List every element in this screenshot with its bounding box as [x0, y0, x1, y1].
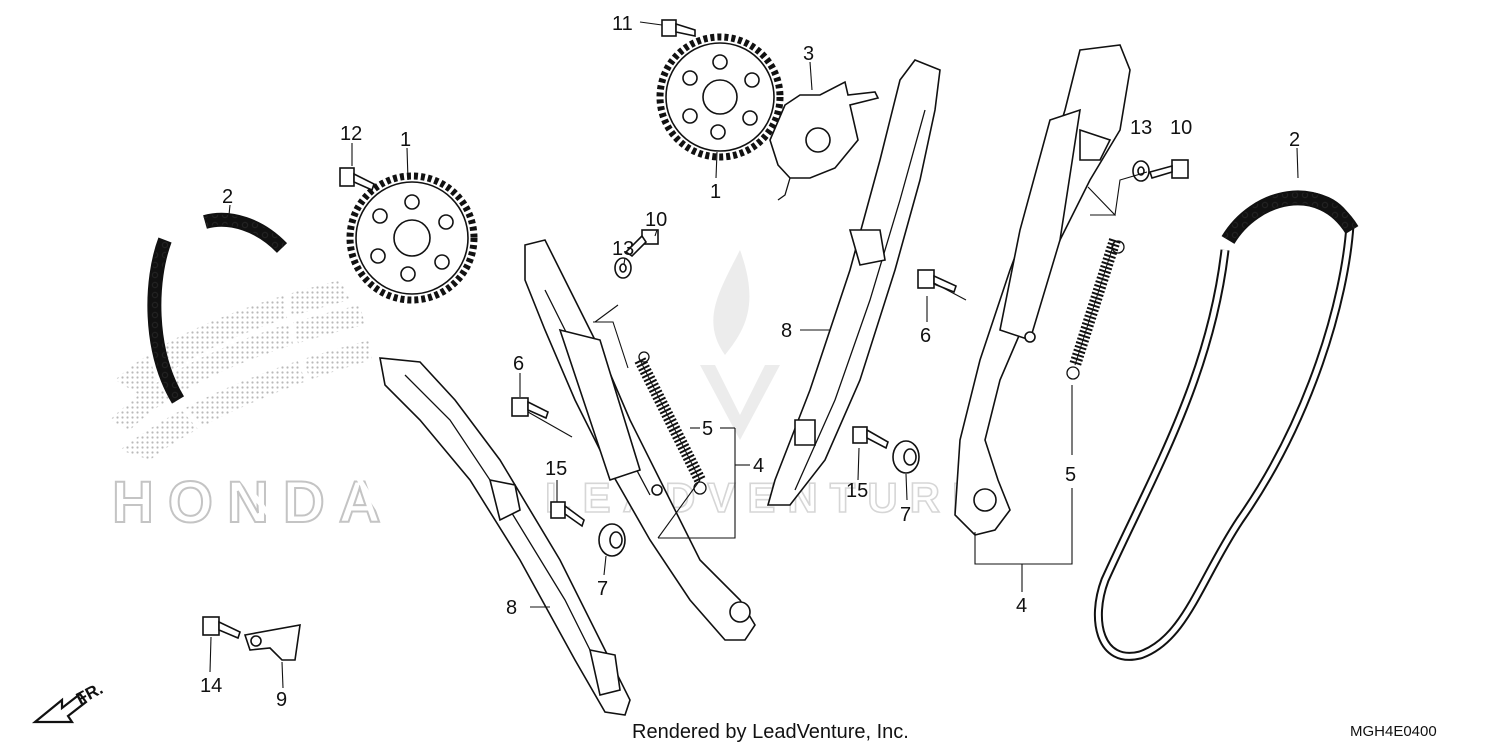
bracket-9: [243, 624, 301, 661]
tensioner-plate: [769, 80, 880, 201]
front-direction-arrow: FR.: [31, 679, 106, 724]
callout-6-left: 6: [513, 353, 524, 375]
collar-7-right: [892, 440, 920, 474]
bolt-6-left: [511, 397, 549, 420]
honda-watermark: HONDA: [110, 280, 395, 536]
cam-sprocket-top: [656, 33, 784, 161]
callout-1-left: 1: [400, 129, 411, 151]
callout-14: 14: [200, 675, 222, 697]
callout-3: 3: [803, 43, 814, 65]
cam-chain-right: [1094, 190, 1359, 661]
callout-12: 12: [340, 123, 362, 145]
leadventure-watermark-text: LEADVENTURE: [545, 474, 992, 521]
callout-1-top: 1: [710, 181, 721, 203]
callout-15-right: 15: [846, 480, 868, 502]
bolt-10-left: [624, 229, 659, 258]
callout-2-right: 2: [1289, 129, 1300, 151]
bolt-15-left: [550, 501, 585, 528]
callout-8-left: 8: [506, 597, 517, 619]
callout-13-left: 13: [612, 238, 634, 260]
callout-9: 9: [276, 689, 287, 711]
cam-chain-left: [147, 212, 463, 704]
callout-10-left: 10: [645, 209, 667, 231]
honda-watermark-text: HONDA: [112, 470, 395, 535]
callout-labels: 11 3 12 1 1 2 2 13 10 13 10 6 6 8 8 5 5 …: [200, 13, 1300, 711]
callout-7-right: 7: [900, 504, 911, 526]
tensioner-arm-right: [954, 44, 1131, 536]
callout-4-left: 4: [753, 455, 764, 477]
callout-5-left: 5: [702, 418, 713, 440]
cam-sprocket-left: [346, 172, 478, 304]
callout-15-left: 15: [545, 458, 567, 480]
rendered-by-credit: Rendered by LeadVenture, Inc.: [632, 721, 909, 743]
callout-5-right: 5: [1065, 464, 1076, 486]
callout-4-right: 4: [1016, 595, 1027, 617]
callout-10-right: 10: [1170, 117, 1192, 139]
washer-13-left: [614, 257, 632, 279]
bolt-14: [202, 616, 241, 640]
callout-13-right: 13: [1130, 117, 1152, 139]
chain-guide-left: [379, 357, 631, 716]
callout-6-right: 6: [920, 325, 931, 347]
bolt-6-right: [917, 269, 957, 294]
chain-guide-center: [766, 59, 941, 506]
tensioner-arm-left: [524, 239, 756, 641]
washer-13-right: [1132, 160, 1150, 182]
bolt-11: [661, 19, 696, 37]
callout-8-center: 8: [781, 320, 792, 342]
callout-11: 11: [612, 13, 633, 35]
diagram-code: MGH4E0400: [1350, 723, 1437, 740]
tensioner-spring-right: [1066, 238, 1125, 380]
callout-7-left: 7: [597, 578, 608, 600]
callout-2-left: 2: [222, 186, 233, 208]
bolt-10-right: [1148, 159, 1189, 179]
bolt-15-right: [852, 426, 889, 450]
bolt-12: [339, 167, 375, 192]
leader-lines: [209, 21, 1299, 689]
collar-7-left: [598, 523, 626, 557]
